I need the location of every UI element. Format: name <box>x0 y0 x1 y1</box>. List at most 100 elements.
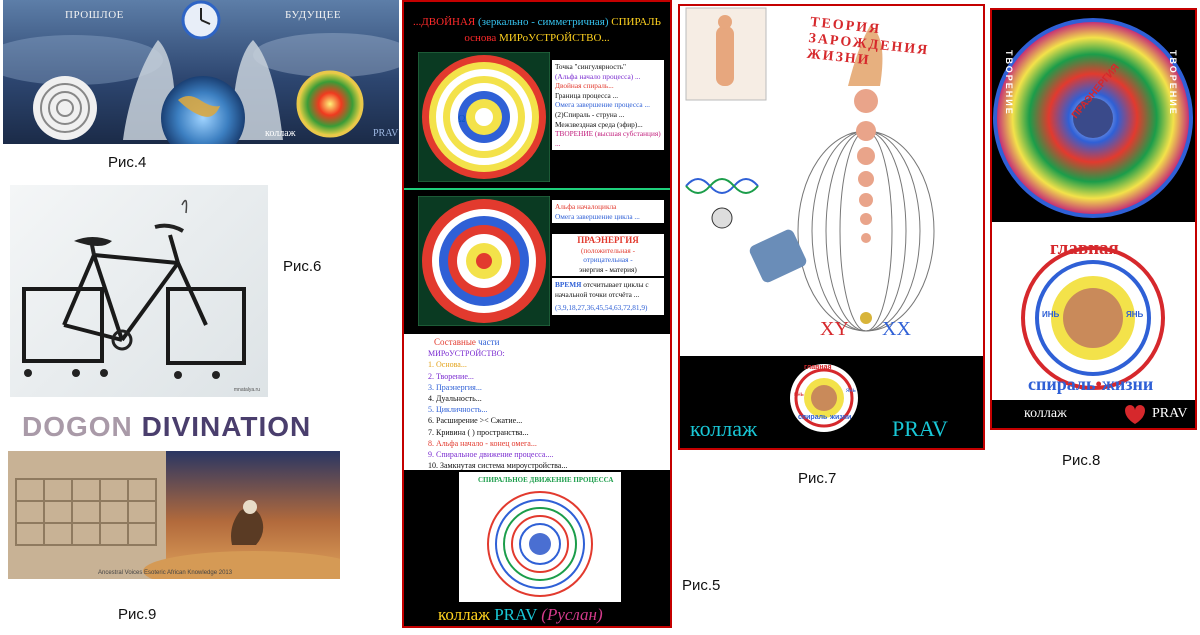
list-item: 8. Альфа начало - конец омега... <box>428 438 537 448</box>
p5-praenergy-block: ПРАЭНЕРГИЯ (положительная - отрицательна… <box>552 234 664 277</box>
legend-line: (Альфа начало процесса) ... <box>555 71 641 81</box>
praenergy-title: ПРАЭНЕРГИЯ <box>577 235 639 245</box>
list-item: 5. Цикличность... <box>428 405 488 415</box>
caption-fig8: Рис.8 <box>1062 452 1101 469</box>
list-item: 2. Творение... <box>428 371 474 381</box>
p8-yang: ЯНЬ <box>1126 310 1144 319</box>
praenergy-spiral-diagram <box>418 196 550 326</box>
praenergy-line: отрицательная - <box>583 255 633 265</box>
list-item: 3. Праэнергия... <box>428 382 482 392</box>
list-item: 9. Спиральное движение процесса.... <box>428 450 554 460</box>
label-future: БУДУЩЕЕ <box>285 9 342 21</box>
bike-saddle <box>74 237 112 246</box>
p8-arc-right: ТВОРЕНИЕ <box>1168 50 1178 116</box>
p7-circle-b: спираль <box>798 414 828 421</box>
svg-text:Ω: Ω <box>458 114 465 125</box>
p7-footer: главная спираль жизни инь янь коллаж PRA… <box>680 356 983 448</box>
p5-legend-bottom: Альфа началоцикла Омега завершение цикла… <box>552 200 664 224</box>
p8-yin: ИНЬ <box>1042 310 1060 319</box>
dna-strand <box>685 178 759 194</box>
time-title: ВРЕМЯ <box>555 280 582 289</box>
legend-line: Точка "сингулярность" <box>555 62 626 71</box>
composition-heading: МИРоУСТРОЙСТВО: <box>428 349 505 359</box>
mandala-circle <box>298 72 362 136</box>
p5-footer-prav: PRAV <box>494 605 538 624</box>
hand-shape <box>848 26 883 86</box>
list-item: 1. Основа... <box>428 360 467 370</box>
figure-9-image: Ancestral Voices Esoteric African Knowle… <box>8 451 340 579</box>
square-wheel-bicycle <box>22 199 246 379</box>
p7-circle-in: инь <box>794 392 804 398</box>
p5-title-prefix: ...ДВОЙНАЯ <box>413 16 476 28</box>
label-past: ПРОШЛОЕ <box>65 9 124 21</box>
time-numbers: (3,9,18,27,36,45,54,63,72,81,9) <box>555 303 648 313</box>
p5-divider <box>404 188 670 190</box>
creation-spiral-art <box>992 18 1195 428</box>
p8-footer-prav: PRAV <box>1152 406 1188 421</box>
figure-right <box>232 40 283 140</box>
figure-8-image: ТВОРЕНИЕ ТВОРЕНИЕ ПРАЭНЕРГИЯ главная спи… <box>990 8 1197 430</box>
p5-footer: коллаж PRAV (Руслан) <box>438 605 603 625</box>
p7-mini-circle <box>790 364 858 432</box>
p8-footer-collage: коллаж <box>1024 406 1067 421</box>
list-item: 7. Кривина ( ) пространства... <box>428 427 529 437</box>
p5-subtitle-b: МИРоУСТРОЙСТВО... <box>499 32 610 44</box>
p5-title: ...ДВОЙНАЯ (зеркально - симметричная) СП… <box>404 16 670 28</box>
p8-main-bottom-b: жизни <box>1101 374 1154 394</box>
label-collage: коллаж <box>265 128 296 139</box>
caption-fig6: Рис.6 <box>283 258 322 275</box>
figure-4-image: ПРОШЛОЕ БУДУЩЕЕ коллаж PRAV <box>3 0 399 144</box>
p6-watermark: mnatalya.ru <box>233 387 260 393</box>
p5-subtitle-a: основа <box>464 32 497 44</box>
legend-line: Омега завершение процесса ... <box>555 100 650 110</box>
p7-xx: XX <box>882 318 911 340</box>
p7-footer-collage: коллаж <box>690 416 758 441</box>
composition-list: Составные части МИРоУСТРОЙСТВО: 1. Основ… <box>404 334 670 470</box>
caption-fig5: Рис.5 <box>682 577 721 594</box>
legend-line: Межзвездная среда (эфир)... <box>555 119 643 129</box>
dogon-title: DOGON DIVINATION <box>22 411 311 443</box>
life-origin-art <box>685 7 935 332</box>
list-item: 6. Расширение >< Сжатие... <box>428 416 523 426</box>
caption-fig9: Рис.9 <box>118 606 157 623</box>
front-square-wheel <box>166 287 246 365</box>
p7-circle-a: главная <box>804 364 832 371</box>
p8-main-bottom-a: спираль <box>1028 374 1096 394</box>
figure-4-art <box>3 0 399 144</box>
legend-line: ТВОРЕНИЕ (высшая субстанция) ... <box>555 129 661 148</box>
p5-time-block: ВРЕМЯ отсчитывает циклы с начальной точк… <box>552 278 664 315</box>
p8-arc-left: ТВОРЕНИЕ <box>1004 50 1014 116</box>
legend-line: Граница процесса ... <box>555 90 619 100</box>
time-text: отсчитывает циклы с начальной точки отсч… <box>555 280 649 299</box>
legend-line: Двойная спираль... <box>555 81 614 91</box>
legend-line: Омега завершение цикла ... <box>555 211 640 221</box>
rear-square-wheel <box>22 287 104 363</box>
spiral-motion-diagram <box>459 472 621 602</box>
dogon-title-b: DIVINATION <box>141 411 312 442</box>
p7-xy: XY <box>820 318 849 340</box>
composition-title-a: Составные <box>434 337 476 347</box>
p5-title-suffix: СПИРАЛЬ <box>611 16 661 28</box>
p5-footer-collage: коллаж <box>438 605 490 624</box>
bike-handlebar <box>154 223 184 233</box>
p5-footer-name: (Руслан) <box>541 605 603 624</box>
figure-7-image: ТЕОРИЯ ЗАРОЖДЕНИЯ ЖИЗНИ XY XX главная сп… <box>678 4 985 450</box>
double-spiral-diagram: Ω <box>418 52 550 182</box>
praenergy-line: энергия - материя) <box>579 264 637 274</box>
heart-icon <box>1125 405 1145 424</box>
p5-legend-top: Точка "сингулярность" (Альфа начало проц… <box>552 60 664 151</box>
legend-line: (2)Спираль - струна ... <box>555 109 625 119</box>
label-prav: PRAV <box>373 128 399 139</box>
diviner-figure <box>231 507 264 545</box>
telescope <box>749 229 807 283</box>
maze-circle <box>33 76 97 140</box>
sand-grid-photo <box>8 451 166 579</box>
composition-title-b: части <box>478 337 500 347</box>
figure-6-image: mnatalya.ru <box>10 185 268 397</box>
dogon-photos <box>8 451 340 579</box>
legend-line: Альфа началоцикла <box>555 202 617 211</box>
p5-arc-text: СПИРАЛЬНОЕ ДВИЖЕНИЕ ПРОЦЕССА <box>478 476 614 484</box>
p7-circle-yan: янь <box>846 388 856 394</box>
p7-circle-c: жизни <box>830 414 852 421</box>
fetus-stage <box>854 89 878 113</box>
